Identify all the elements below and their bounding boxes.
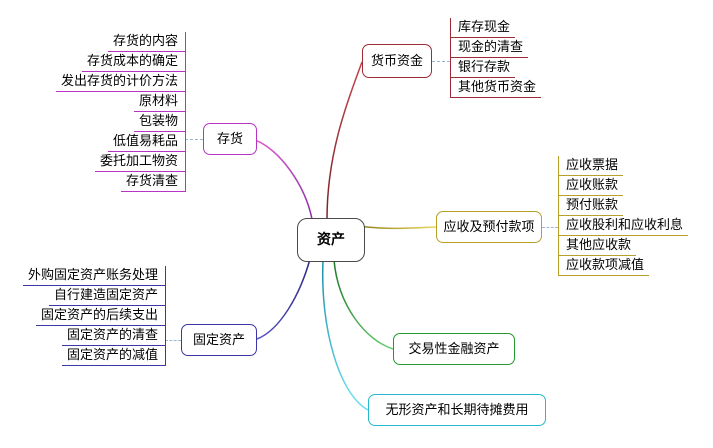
- leaf-item[interactable]: 原材料: [133, 92, 185, 112]
- leaf-item[interactable]: 库存现金: [451, 18, 516, 38]
- leaf-item[interactable]: 固定资产的清查: [61, 326, 165, 346]
- branch-label-inventory: 存货: [216, 131, 243, 147]
- leaf-item[interactable]: 现金的清查: [451, 38, 529, 58]
- branch-node-trading-financial-assets[interactable]: 交易性金融资产: [393, 333, 515, 365]
- leaf-item[interactable]: 银行存款: [451, 58, 516, 78]
- root-node[interactable]: 资产: [297, 218, 365, 262]
- connector-inventory: [254, 139, 313, 220]
- stub-receivables-prepayments: [542, 227, 558, 228]
- connector-fixed-assets: [256, 258, 311, 340]
- branch-node-inventory[interactable]: 存货: [203, 123, 257, 155]
- branch-label-receivables-prepayments: 应收及预付款项: [443, 219, 535, 235]
- leaf-item[interactable]: 存货成本的确定: [81, 52, 185, 72]
- connector-monetary-funds: [326, 61, 363, 220]
- leaf-group-fixed-assets: 外购固定资产账务处理 自行建造固定资产 固定资产的后续支出 固定资产的清查 固定…: [0, 266, 166, 366]
- branch-node-intangible-and-deferred[interactable]: 无形资产和长期待摊费用: [368, 394, 546, 426]
- branch-label-fixed-assets: 固定资产: [192, 332, 245, 348]
- branch-label-monetary-funds: 货币资金: [370, 53, 423, 69]
- branch-node-monetary-funds[interactable]: 货币资金: [362, 44, 432, 78]
- connector-trading-assets: [333, 259, 394, 350]
- leaf-item[interactable]: 委托加工物资: [94, 152, 185, 172]
- leaf-group-receivables-prepayments: 应收票据 应收账款 预付账款 应收股利和应收利息 其他应收款 应收款项减值: [558, 156, 689, 276]
- leaf-item[interactable]: 自行建造固定资产: [48, 286, 165, 306]
- connector-intangible: [321, 259, 369, 411]
- branch-label-trading-financial-assets: 交易性金融资产: [408, 341, 500, 357]
- leaf-item[interactable]: 应收款项减值: [559, 256, 650, 276]
- leaf-item[interactable]: 包装物: [133, 112, 185, 132]
- leaf-item[interactable]: 发出存货的计价方法: [55, 72, 185, 92]
- leaf-item[interactable]: 外购固定资产账务处理: [22, 266, 165, 286]
- leaf-group-monetary-funds: 库存现金 现金的清查 银行存款 其他货币资金: [450, 18, 542, 98]
- leaf-item[interactable]: 预付账款: [559, 196, 624, 216]
- leaf-item[interactable]: 固定资产的后续支出: [35, 306, 165, 326]
- leaf-item[interactable]: 应收股利和应收利息: [559, 216, 689, 236]
- leaf-item[interactable]: 存货的内容: [107, 32, 185, 52]
- leaf-item[interactable]: 低值易耗品: [107, 132, 185, 152]
- stub-monetary-funds: [432, 61, 450, 62]
- leaf-item[interactable]: 其他应收款: [559, 236, 637, 256]
- leaf-item[interactable]: 其他货币资金: [451, 78, 542, 98]
- branch-label-intangible-and-deferred: 无形资产和长期待摊费用: [385, 402, 529, 418]
- connector-receivables: [356, 225, 437, 230]
- stub-inventory: [185, 139, 203, 140]
- leaf-item[interactable]: 存货清查: [120, 172, 185, 192]
- root-node-label: 资产: [317, 232, 345, 248]
- branch-node-receivables-prepayments[interactable]: 应收及预付款项: [436, 211, 542, 243]
- leaf-item[interactable]: 应收账款: [559, 176, 624, 196]
- leaf-item[interactable]: 固定资产的减值: [61, 346, 165, 366]
- leaf-item[interactable]: 应收票据: [559, 156, 624, 176]
- branch-node-fixed-assets[interactable]: 固定资产: [181, 324, 257, 356]
- stub-fixed-assets: [165, 340, 181, 341]
- leaf-group-inventory: 存货的内容 存货成本的确定 发出存货的计价方法 原材料 包装物 低值易耗品 委托…: [0, 32, 186, 192]
